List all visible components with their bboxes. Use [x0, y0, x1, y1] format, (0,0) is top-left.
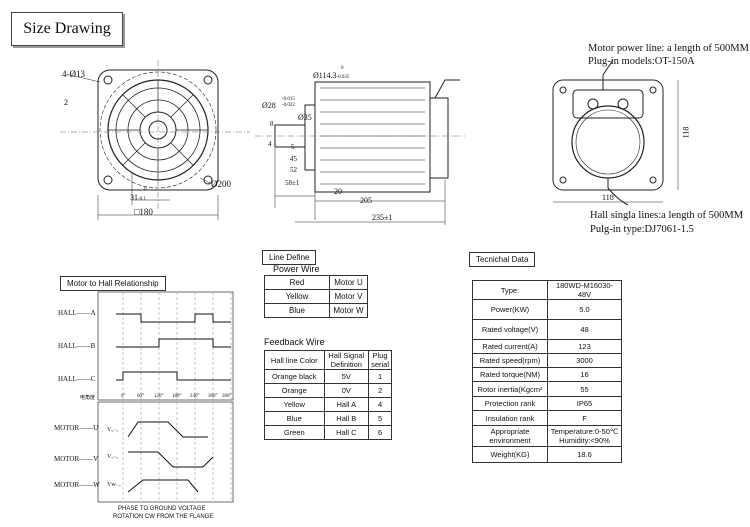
line-define-caption: Line Define: [262, 250, 317, 265]
square-dim: □180: [134, 207, 153, 217]
angle-120: 120°: [154, 394, 164, 399]
hall-footer-2: ROTATION CW FROM THE FLANGE: [113, 514, 214, 520]
rear-view-drawing: [552, 59, 679, 206]
dia-shaft-tol-bot: -0.022: [282, 103, 295, 108]
side-view-drawing: [255, 79, 465, 225]
angle-360: 360°: [222, 394, 232, 399]
hall-timing-chart: [97, 291, 234, 503]
hall-chart-caption: Motor to Hall Relationship: [60, 276, 166, 291]
table-row: Rated current(A)123: [472, 339, 622, 354]
motor-u-label: MOTOR——U: [54, 424, 99, 432]
tech-data-table: Type:180WD-M16030-48V Power(KW)5.0 Rated…: [472, 280, 622, 463]
table-row: Rated voltage(V)48: [472, 319, 622, 340]
angle-60: 60°: [137, 394, 144, 399]
dim-5: 5: [291, 143, 295, 151]
hall-b-label: HALL——B: [58, 342, 96, 350]
page-title: Size Drawing: [11, 12, 123, 46]
angle-0: 0°: [121, 394, 126, 399]
dia-shaft-dim: Ø28: [262, 101, 276, 110]
table-row: Power(KW)5.0: [472, 299, 622, 320]
power-line-note: Motor power line: a length of 500MM: [588, 43, 749, 54]
plugin-type-note: Pulg-in type:DJ7061-1.5: [590, 224, 694, 235]
tech-data-caption: Tecnichal Data: [469, 252, 536, 267]
front-view-drawing: [60, 60, 250, 220]
rear-dim-vertical: 118: [681, 126, 691, 139]
dim-45: 45: [290, 155, 297, 163]
dim-8: 8: [270, 120, 274, 128]
key-dim: 31-0.1: [130, 193, 146, 202]
hall-a-label: HALL——A: [58, 309, 96, 317]
dim-205: 205: [360, 196, 372, 205]
hole-label: 4-Ø13: [62, 69, 85, 79]
table-row: Rated speed(rpm)3000: [472, 353, 622, 368]
table-row: Rated torque(NM)16: [472, 367, 622, 382]
table-row: Type:180WD-M16030-48V: [472, 280, 622, 300]
wave-u-label: Vᵤ₋ₒ: [107, 427, 119, 433]
hall-c-label: HALL——C: [58, 375, 96, 383]
motor-v-label: MOTOR——V: [54, 455, 99, 463]
angle-axis-label: 电角度: [80, 396, 96, 401]
dim-58: 58±1: [285, 179, 300, 187]
hall-line-note: Hall singla lines:a length of 500MM: [590, 210, 744, 221]
angle-240: 240°: [190, 394, 200, 399]
feedback-wire-title: Feedback Wire: [264, 337, 325, 347]
plugin-models-note: Plug-in models:OT-150A: [588, 56, 695, 67]
dia-body-dim: Ø114.3-0.035: [313, 71, 350, 80]
feedback-wire-table: Hall line Color Hall Signal Definition P…: [264, 350, 392, 440]
dim-235: 235±1: [372, 213, 393, 222]
small-dim: 2: [64, 98, 68, 107]
dia-35-dim: Ø35: [298, 113, 312, 122]
motor-w-label: MOTOR——W: [54, 481, 100, 489]
dim-4: 4: [268, 140, 272, 148]
dia-body-tol-top: 0: [341, 66, 344, 71]
rear-dim-horizontal: 118: [602, 193, 614, 202]
table-row: Weight(KG)18.6: [472, 446, 622, 463]
dim-20: 20: [334, 187, 342, 196]
dia-shaft-tol-top: -0.015: [282, 97, 295, 102]
angle-180: 180°: [172, 394, 182, 399]
bolt-circle-dim: Ø200: [211, 179, 231, 189]
key-dim-tol-top: 0: [144, 187, 147, 192]
wave-w-label: Vw₋ₒ: [107, 482, 121, 488]
dim-52: 52: [290, 166, 297, 174]
angle-300: 300°: [208, 394, 218, 399]
wave-v-label: Vᵥ₋ₒ: [107, 454, 118, 460]
hall-footer-1: PHASE TO GROUND VOLTAGE: [118, 506, 206, 512]
table-header-row: Hall line Color Hall Signal Definition P…: [264, 350, 392, 370]
power-wire-title: Power Wire: [273, 264, 320, 274]
